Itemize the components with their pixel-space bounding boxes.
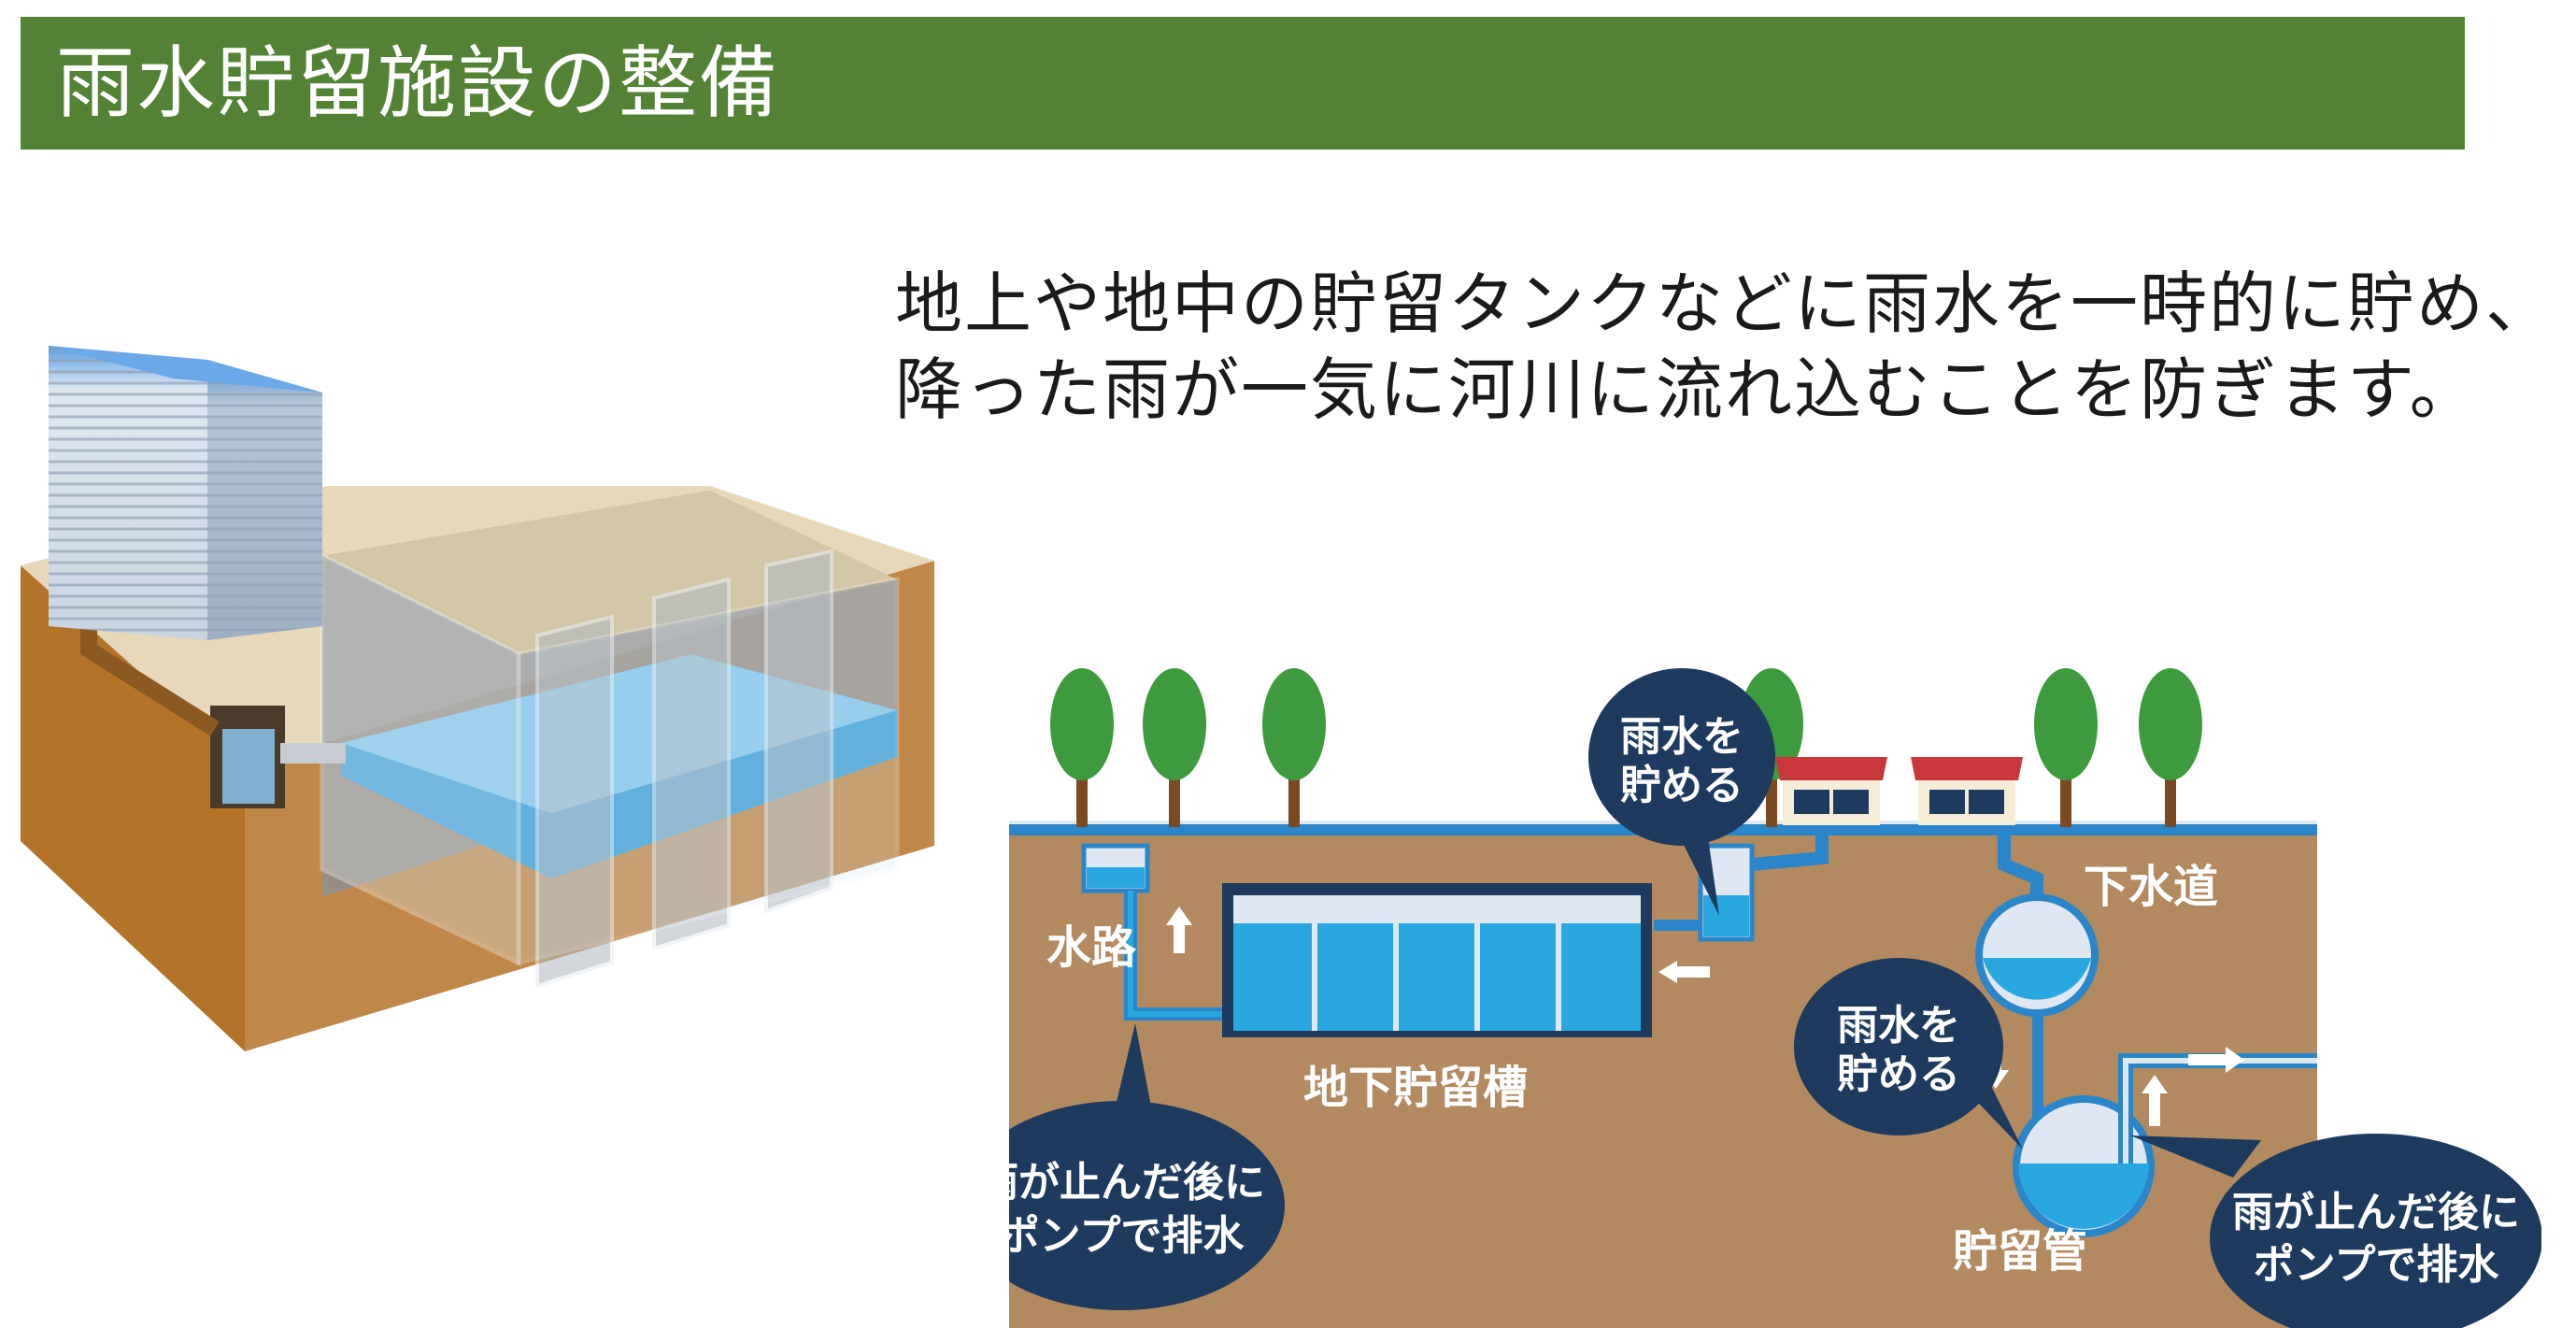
bubble-pump-right-line1: 雨が止んだ後に [2232,1189,2520,1236]
trees [1050,668,2202,827]
page-title: 雨水貯留施設の整備 [56,37,780,129]
bubble-pump-left-line2: ポンプで排水 [1009,1212,1245,1260]
cross-section-diagram: 水路 地下貯留槽 下水道 貯留管 雨水を 貯める 雨水を 貯める 雨が止んだ後に… [1009,668,2541,1328]
label-storage-pipe: 貯留管 [1953,1225,2087,1278]
bubble-pump-left: 雨が止んだ後に ポンプで排水 [1009,1023,1285,1310]
storage-facility-illustration [21,346,934,1051]
label-sewer: 下水道 [2084,861,2218,913]
bubble-store-top: 雨水を 貯める [1588,668,1775,916]
bubble-store-mid-line1: 雨水を [1837,1002,1960,1050]
bubble-pump-left-line1: 雨が止んだ後に [1009,1159,1265,1207]
title-bar: 雨水貯留施設の整備 [21,17,2465,150]
houses [1775,757,2023,825]
bubble-store-top-line2: 貯める [1620,762,1743,809]
bubble-store-top-line1: 雨水を [1620,713,1743,761]
label-waterway: 水路 [1046,921,1137,974]
intro-line-2: 降った雨が一気に河川に流れ込むことを防ぎます。 [895,350,2479,429]
bubble-pump-right-line2: ポンプで排水 [2254,1241,2500,1289]
bubble-store-mid: 雨水を 貯める [1794,958,2023,1150]
intro-line-1: 地上や地中の貯留タンクなどに雨水を一時的に貯め、 [895,264,2555,343]
bubble-store-mid-line2: 貯める [1837,1050,1960,1098]
bubble-pump-right: 雨が止んだ後に ポンプで排水 [2130,1134,2541,1328]
label-underground-tank: 地下貯留槽 [1303,1062,1528,1114]
